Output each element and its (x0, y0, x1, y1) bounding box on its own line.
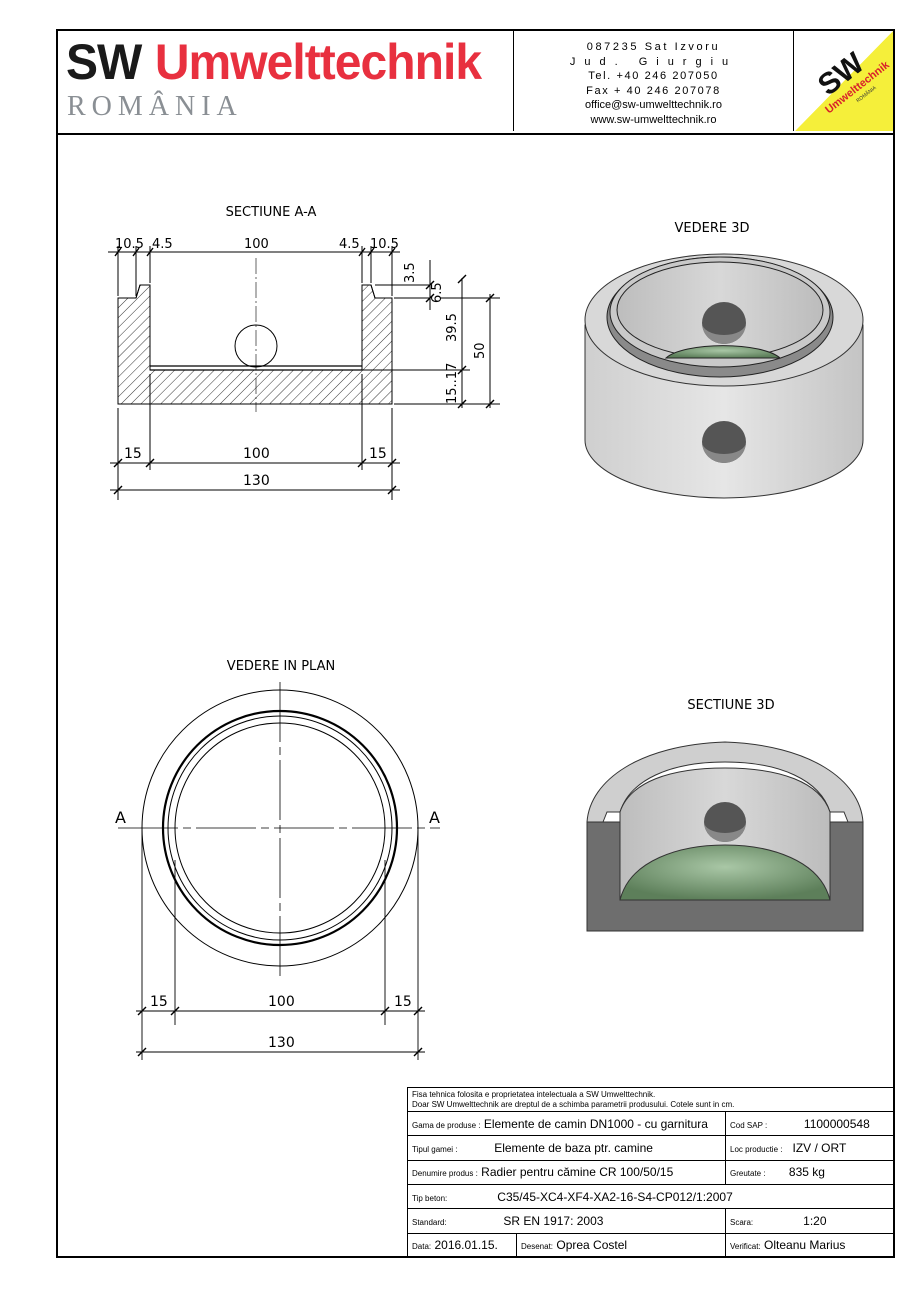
tip-gamei-value: Elemente de baza ptr. camine (494, 1140, 653, 1155)
beton-cell: Tip beton: C35/45-XC4-XF4-XA2-16-S4-CP01… (407, 1183, 895, 1210)
data-label: Data: (412, 1242, 432, 1252)
scara-cell: Scara: 1:20 (725, 1208, 895, 1234)
section-aa-title: SECTIUNE A-A (226, 205, 317, 220)
dim-top-step-left: 4.5 (152, 237, 173, 252)
sap-label: Cod SAP : (730, 1120, 768, 1130)
title-block-note: Fisa tehnica folosita e proprietatea int… (407, 1087, 895, 1112)
loc-value: IZV / ORT (792, 1140, 847, 1155)
logo-country: ROMÂNIA (67, 91, 243, 122)
address-email: office@sw-umwelttechnik.ro (585, 99, 722, 112)
verificat-value: Olteanu Marius (764, 1238, 846, 1253)
note-line-2: Doar SW Umwelttechnik are dreptul de a s… (412, 1099, 735, 1109)
plan-title: VEDERE IN PLAN (227, 659, 335, 674)
dim-bottom-inner: 100 (243, 446, 270, 462)
logo-brand: Umwelttechnik (154, 34, 482, 90)
verificat-label: Verificat: (730, 1242, 761, 1252)
gama-cell: Gama de produse : Elemente de camin DN10… (407, 1110, 726, 1137)
sap-value: 1100000548 (803, 1116, 870, 1131)
company-address: 087235 Sat Izvoru Jud. Giurgiu Tel. +40 … (514, 31, 794, 131)
dim-right-gasket: 3.5 (403, 262, 418, 283)
plan-view: VEDERE IN PLAN A A 15 100 15 130 (115, 659, 440, 1060)
address-line: Tel. +40 246 207050 (588, 70, 719, 83)
view-3d: VEDERE 3D (584, 221, 864, 499)
dim-top-rim-left: 10.5 (115, 237, 144, 252)
plan-dim-total: 130 (268, 1035, 295, 1051)
dim-right-total-height: 50 (473, 342, 488, 359)
note-line-1: Fisa tehnica folosita e proprietatea int… (412, 1089, 656, 1099)
desenat-cell: Desenat: Oprea Costel (516, 1232, 726, 1259)
address-line: Fax + 40 246 207078 (586, 84, 721, 97)
section-3d-title: SECTIUNE 3D (687, 698, 774, 713)
dim-right-rim: 6.5 (430, 282, 445, 303)
section-mark-right: A (429, 808, 440, 827)
greutate-cell: Greutate : 835 kg (725, 1159, 895, 1185)
plan-dim-wall-left: 15 (150, 994, 168, 1010)
data-cell: Data: 2016.01.15. (407, 1232, 517, 1259)
logo-sw: SW (66, 34, 142, 90)
dim-top-step-right: 4.5 (339, 237, 360, 252)
dim-top-rim-right: 10.5 (370, 237, 399, 252)
loc-label: Loc productie : (730, 1144, 783, 1154)
dim-top-inner: 100 (244, 237, 269, 252)
denumire-cell: Denumire produs : Radier pentru cămine C… (407, 1159, 726, 1185)
gama-label: Gama de produse : (412, 1120, 481, 1130)
scara-value: 1:20 (803, 1213, 827, 1228)
logo-badge: SW Umwelttechnik ROMÂNIA (795, 31, 893, 131)
section-mark-left: A (115, 808, 126, 827)
denumire-value: Radier pentru cămine CR 100/50/15 (481, 1165, 674, 1180)
desenat-label: Desenat: (521, 1242, 554, 1252)
desenat-value: Oprea Costel (556, 1238, 628, 1253)
scara-label: Scara: (730, 1217, 754, 1227)
standard-value: SR EN 1917: 2003 (503, 1213, 604, 1228)
plan-dim-wall-right: 15 (394, 994, 412, 1010)
section-3d-view: SECTIUNE 3D (586, 698, 864, 932)
tip-gamei-label: Tipul gamei : (412, 1144, 458, 1154)
tip-gamei-cell: Tipul gamei : Elemente de baza ptr. cami… (407, 1135, 726, 1161)
sap-cell: Cod SAP : 1100000548 (725, 1110, 895, 1137)
dim-bottom-wall-right: 15 (369, 446, 387, 462)
title-block: Fisa tehnica folosita e proprietatea int… (407, 1087, 895, 1259)
loc-cell: Loc productie : IZV / ORT (725, 1135, 895, 1161)
dim-bottom-total: 130 (243, 473, 270, 489)
dim-bottom-wall-left: 15 (124, 446, 142, 462)
beton-label: Tip beton: (412, 1193, 448, 1203)
denumire-label: Denumire produs : (412, 1169, 478, 1179)
standard-cell: Standard: SR EN 1917: 2003 (407, 1208, 726, 1234)
data-value: 2016.01.15. (434, 1238, 498, 1253)
plan-dim-inner: 100 (268, 994, 295, 1010)
beton-value: C35/45-XC4-XF4-XA2-16-S4-CP012/1:2007 (497, 1189, 733, 1204)
address-line: Jud. Giurgiu (569, 55, 738, 68)
address-line: 087235 Sat Izvoru (586, 41, 721, 53)
address-website: www.sw-umwelttechnik.ro (590, 113, 717, 126)
greutate-label: Greutate : (730, 1169, 766, 1179)
view-3d-title: VEDERE 3D (675, 221, 750, 236)
section-aa-view: SECTIUNE A-A 10.5 4.5 100 4.5 10.5 (108, 205, 500, 500)
greutate-value: 835 kg (788, 1165, 825, 1180)
verificat-cell: Verificat: Olteanu Marius (725, 1232, 895, 1259)
standard-label: Standard: (412, 1217, 447, 1227)
dim-right-inner-height: 39.5 (445, 313, 460, 342)
gama-value: Elemente de camin DN1000 - cu garnitura (483, 1116, 708, 1131)
dim-right-floor: 15..17 (445, 363, 460, 404)
